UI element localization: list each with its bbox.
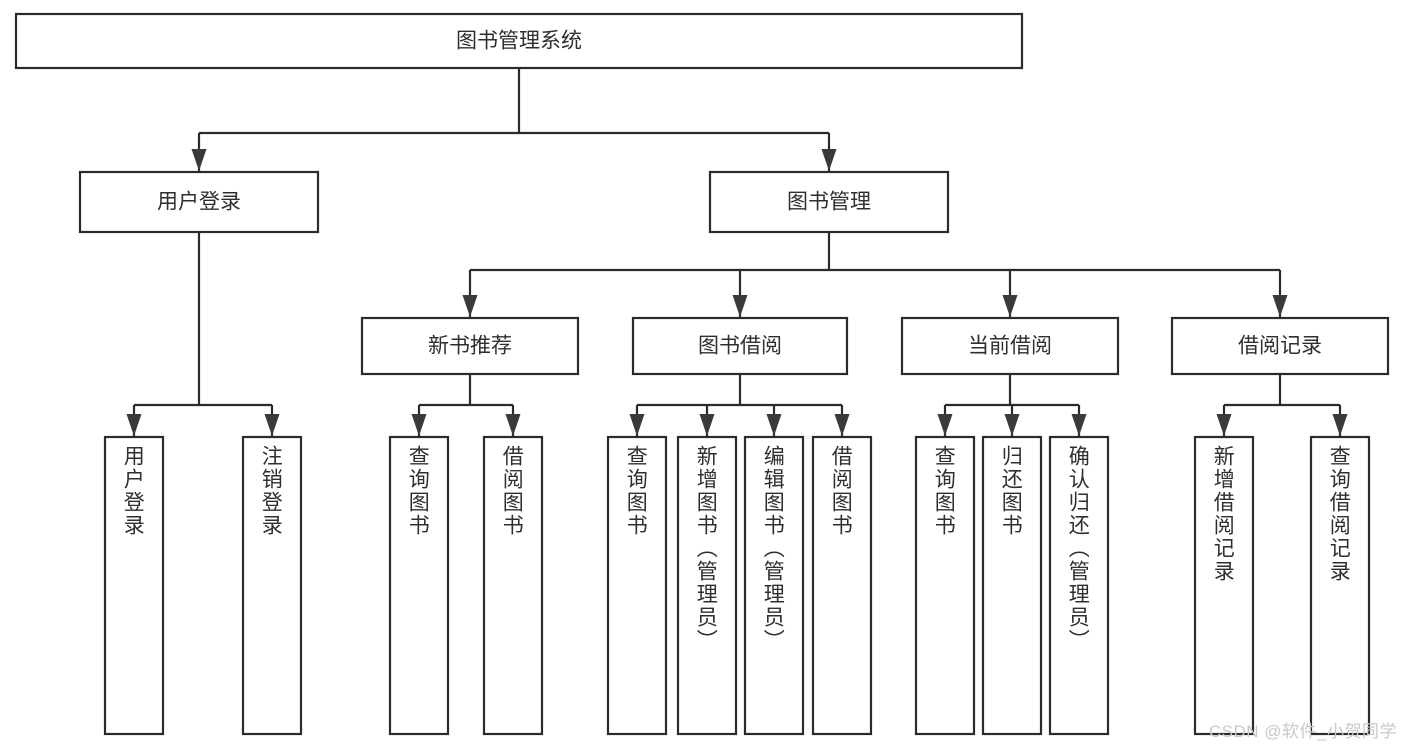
connector-arrowhead [411,414,427,436]
node-box-leaf-7[interactable] [811,435,873,736]
connector-arrowhead [462,295,478,317]
connector-arrowhead [1004,414,1020,436]
node-box-leaf-4[interactable] [606,435,668,736]
level3-node-label-3: 借阅记录 [1238,335,1322,358]
connector-arrowhead [699,414,715,436]
node-box-leaf-9[interactable] [981,435,1043,736]
node-box-leaf-6[interactable] [743,435,805,736]
node-box-level2-1[interactable]: 图书管理 [708,170,950,234]
node-rect[interactable] [103,435,165,736]
node-rect[interactable] [708,170,950,234]
node-rect[interactable] [482,435,544,736]
csdn-watermark: CSDN @软件_小贺同学 [1208,722,1397,741]
node-rect[interactable] [914,435,976,736]
node-box-level2-0[interactable]: 用户登录 [78,170,320,234]
connector-arrowhead [505,414,521,436]
connector-arrowhead [1216,414,1232,436]
node-box-level3-1[interactable]: 图书借阅 [631,316,849,376]
node-box-root-0[interactable]: 图书管理系统 [14,12,1024,70]
node-rect[interactable] [14,12,1024,70]
node-box-leaf-12[interactable] [1309,435,1371,736]
node-rect[interactable] [1193,435,1255,736]
node-box-leaf-0[interactable] [103,435,165,736]
node-rect[interactable] [900,316,1120,376]
node-box-level3-3[interactable]: 借阅记录 [1170,316,1390,376]
node-rect[interactable] [78,170,320,234]
level3-node-label-1: 图书借阅 [698,335,782,358]
connector-arrowhead [937,414,953,436]
node-rect[interactable] [676,435,738,736]
node-rect[interactable] [241,435,303,736]
node-box-level3-0[interactable]: 新书推荐 [360,316,580,376]
node-box-level3-2[interactable]: 当前借阅 [900,316,1120,376]
node-rect[interactable] [981,435,1043,736]
connector-arrowhead [191,149,207,171]
node-rect[interactable] [1170,316,1390,376]
node-rect[interactable] [360,316,580,376]
connector-arrowhead [766,414,782,436]
connector-arrowhead [1071,414,1087,436]
node-rect[interactable] [606,435,668,736]
level2-node-label-1: 图书管理 [787,191,871,214]
connector-arrowhead [1002,295,1018,317]
root-node-label: 图书管理系统 [456,30,582,53]
node-box-leaf-1[interactable] [241,435,303,736]
connector-arrowhead [1272,295,1288,317]
connector-arrowhead [629,414,645,436]
connector-arrowhead [1332,414,1348,436]
connector-arrowhead [126,414,142,436]
node-rect[interactable] [631,316,849,376]
connector-arrowhead [732,295,748,317]
node-rect[interactable] [811,435,873,736]
node-box-leaf-3[interactable] [482,435,544,736]
node-rect[interactable] [743,435,805,736]
connector-arrowhead [821,149,837,171]
node-rect[interactable] [1048,435,1110,736]
level3-node-label-2: 当前借阅 [968,335,1052,358]
node-box-leaf-11[interactable] [1193,435,1255,736]
node-box-leaf-10[interactable] [1048,435,1110,736]
node-rect[interactable] [388,435,450,736]
node-rect[interactable] [1309,435,1371,736]
node-box-leaf-2[interactable] [388,435,450,736]
level3-node-label-0: 新书推荐 [428,335,512,358]
node-box-leaf-8[interactable] [914,435,976,736]
level2-node-label-0: 用户登录 [157,191,241,214]
node-box-leaf-5[interactable] [676,435,738,736]
connector-layer [126,68,1348,436]
connector-arrowhead [264,414,280,436]
connector-arrowhead [834,414,850,436]
